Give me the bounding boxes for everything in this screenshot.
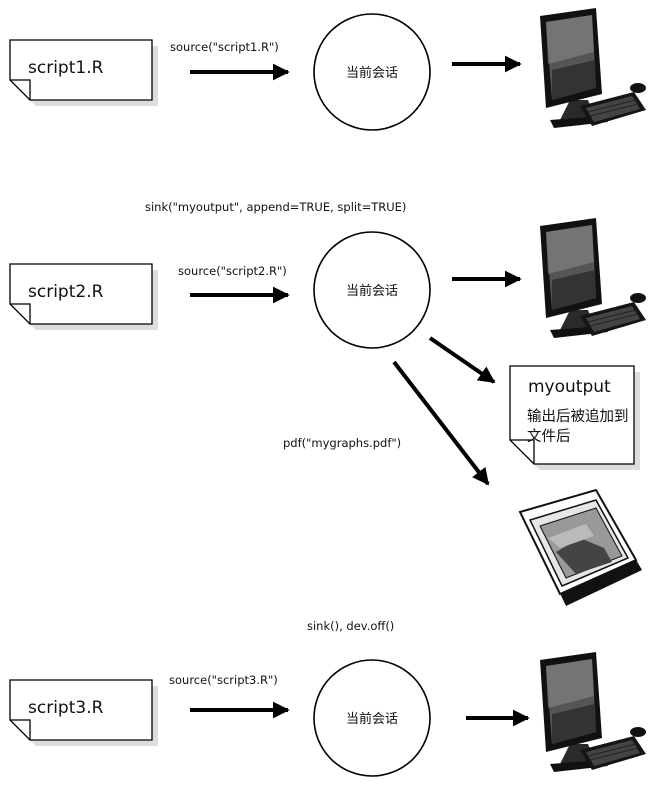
current-session-3-label: 当前会话: [346, 711, 398, 727]
pdf-graphs-icon: [518, 488, 642, 606]
arrow-to-myoutput: [428, 336, 496, 384]
current-session-2: [313, 231, 431, 349]
script3-file-label: script3.R: [28, 698, 104, 718]
pdf-command: pdf("mygraphs.pdf"): [283, 436, 401, 450]
scenario-1: script1.R source("script1.R") 当前会话: [9, 7, 647, 131]
script2-file-label: script2.R: [28, 282, 104, 302]
script1-file-label: script1.R: [28, 58, 104, 78]
computer-monitor-icon: [539, 651, 647, 773]
computer-monitor-icon: [539, 7, 647, 129]
myoutput-file-box: [509, 365, 640, 470]
myoutput-desc-line2: 文件后: [527, 428, 571, 445]
current-session-3: [313, 659, 431, 777]
computer-monitor-icon: [539, 217, 647, 339]
scenario-2: sink("myoutput", append=TRUE, split=TRUE…: [9, 200, 647, 606]
source-script1-command: source("script1.R"): [170, 40, 279, 54]
scenario-3: sink(), dev.off() script3.R source("scri…: [9, 619, 647, 777]
current-session-1-label: 当前会话: [346, 65, 398, 81]
sink-dev-off-command: sink(), dev.off(): [307, 619, 394, 633]
current-session-1: [313, 13, 431, 131]
source-script2-command: source("script2.R"): [178, 264, 287, 278]
myoutput-desc-line1: 输出后被追加到: [527, 408, 629, 425]
arrow-to-pdf: [392, 360, 490, 486]
myoutput-title: myoutput: [528, 377, 611, 397]
current-session-2-label: 当前会话: [346, 283, 398, 299]
sink-command: sink("myoutput", append=TRUE, split=TRUE…: [145, 200, 406, 214]
source-script3-command: source("script3.R"): [169, 673, 278, 687]
